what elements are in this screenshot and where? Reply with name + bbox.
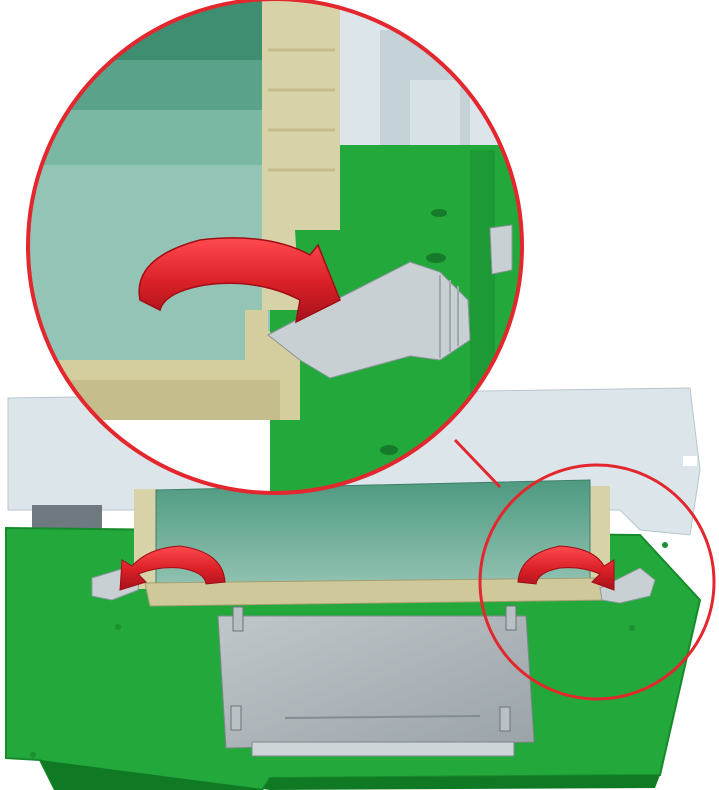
board-hole bbox=[30, 752, 36, 758]
chassis-notch bbox=[683, 456, 697, 466]
board-hole bbox=[662, 542, 668, 548]
board-hole bbox=[629, 625, 635, 631]
metal-plate bbox=[218, 616, 534, 748]
board-hole bbox=[115, 624, 121, 630]
plate-connector bbox=[252, 742, 514, 756]
